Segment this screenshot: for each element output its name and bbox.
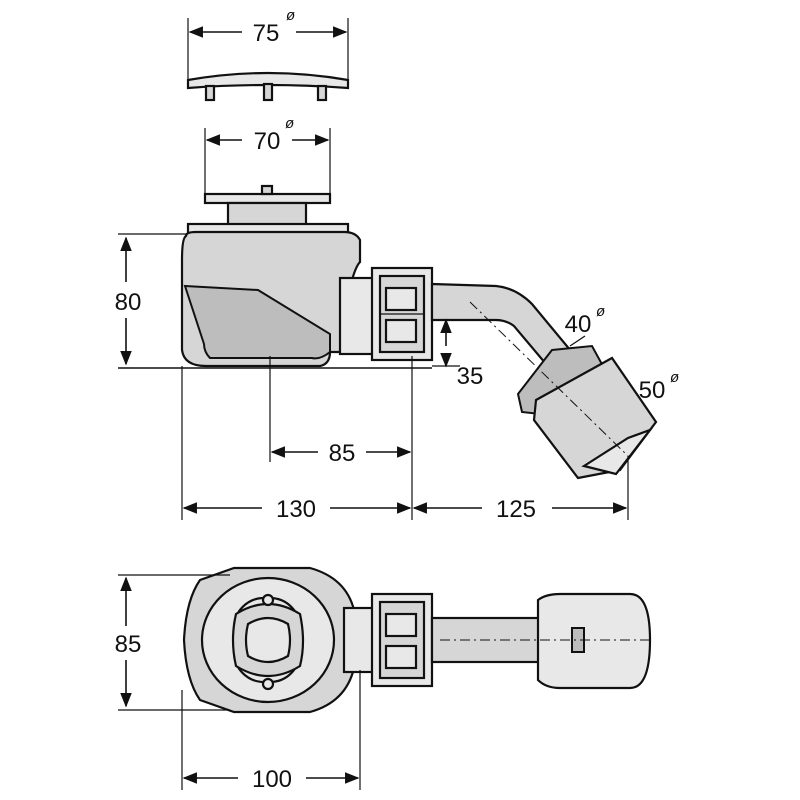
grate-screw-bottom: [261, 677, 275, 691]
trap-center-label: 85: [329, 440, 356, 467]
grate-screw-top: [261, 593, 275, 607]
cap-width-label: 75: [253, 20, 280, 47]
grate-width-label: 70: [254, 128, 281, 155]
overall-length-dimensions: 130 125: [181, 366, 629, 523]
cap-width-dimension: 75 ø: [187, 7, 349, 80]
outlet-inner-diameter-label: 40: [565, 311, 592, 338]
top-view-length-dimension: 100: [181, 670, 361, 793]
trap-body-top: [182, 566, 380, 714]
outlet-outer-diameter-label-group: 50 ø: [639, 369, 680, 404]
top-view-length-label: 100: [252, 766, 292, 793]
grate-diameter-symbol: ø: [285, 115, 294, 132]
top-view-width-label: 85: [115, 631, 142, 658]
outlet-inner-diameter-symbol: ø: [596, 303, 605, 320]
trap-center-dimension: 85: [269, 356, 413, 520]
top-view-width-dimension: 85: [115, 574, 230, 711]
outlet-inner-diameter-label-group: 40 ø: [565, 303, 605, 347]
outlet-pipe-side: [430, 282, 658, 480]
grate-width-dimension: 70 ø: [204, 115, 331, 194]
outlet-length-label: 125: [496, 496, 536, 523]
drain-cap: [186, 71, 350, 102]
union-nut-side: [370, 266, 434, 362]
height-dimension: 80: [115, 233, 188, 366]
trap-body-side: [180, 201, 380, 368]
height-label: 80: [115, 289, 142, 316]
union-nut-top: [370, 592, 434, 688]
outlet-pipe-top: [430, 592, 652, 690]
outlet-offset-dimension: 35: [432, 318, 484, 390]
drain-grate: [203, 184, 332, 205]
outlet-offset-label: 35: [457, 363, 484, 390]
cap-diameter-symbol: ø: [286, 7, 295, 24]
body-length-label: 130: [276, 496, 316, 523]
outlet-outer-diameter-symbol: ø: [670, 369, 679, 386]
outlet-outer-diameter-label: 50: [639, 377, 666, 404]
